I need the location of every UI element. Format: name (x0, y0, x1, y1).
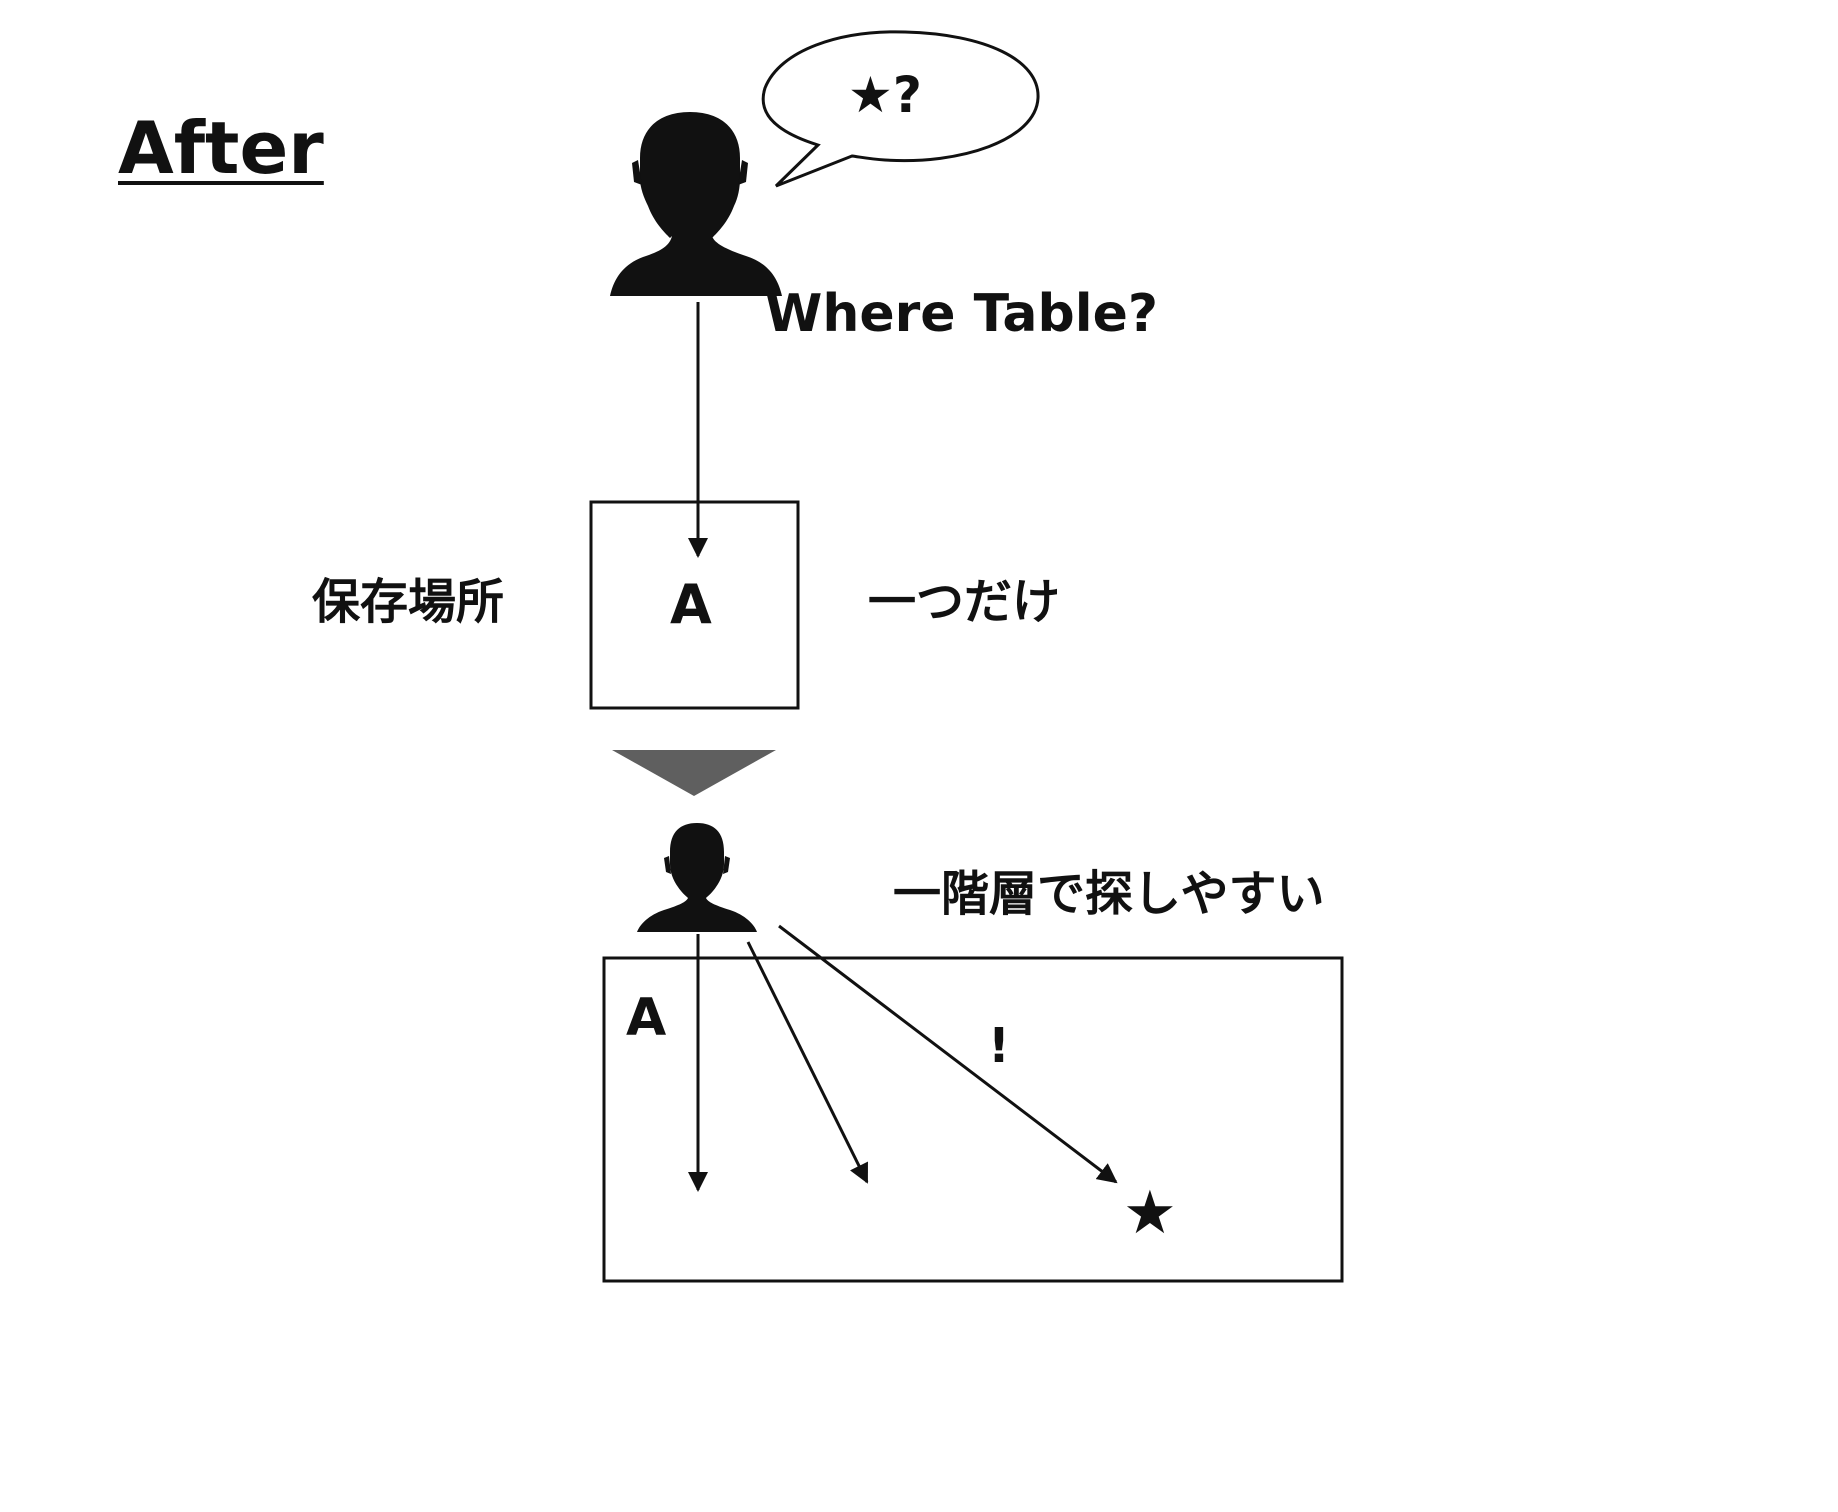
arrow-diagonal-long (778, 924, 1118, 1184)
exclamation-mark: ! (988, 1018, 1010, 1074)
storage-box-label: A (670, 573, 712, 636)
down-triangle-icon (612, 750, 776, 796)
arrow-diagonal-short (746, 941, 869, 1184)
speech-bubble-text: ★? (848, 66, 922, 124)
only-one-label: 一つだけ (868, 574, 1061, 630)
person-icon-bottom (637, 823, 757, 932)
page-title: After (118, 106, 324, 190)
storage-location-label: 保存場所 (312, 574, 505, 630)
search-area-box (602, 956, 1344, 1283)
easy-search-label: 一階層で探しやすい (893, 866, 1325, 922)
question-label: Where Table? (765, 284, 1158, 344)
speech-bubble (761, 30, 1040, 188)
star-icon: ★ (1123, 1178, 1177, 1248)
storage-box (589, 500, 800, 710)
person-icon-top (610, 112, 782, 296)
search-box-label: A (626, 988, 667, 1048)
